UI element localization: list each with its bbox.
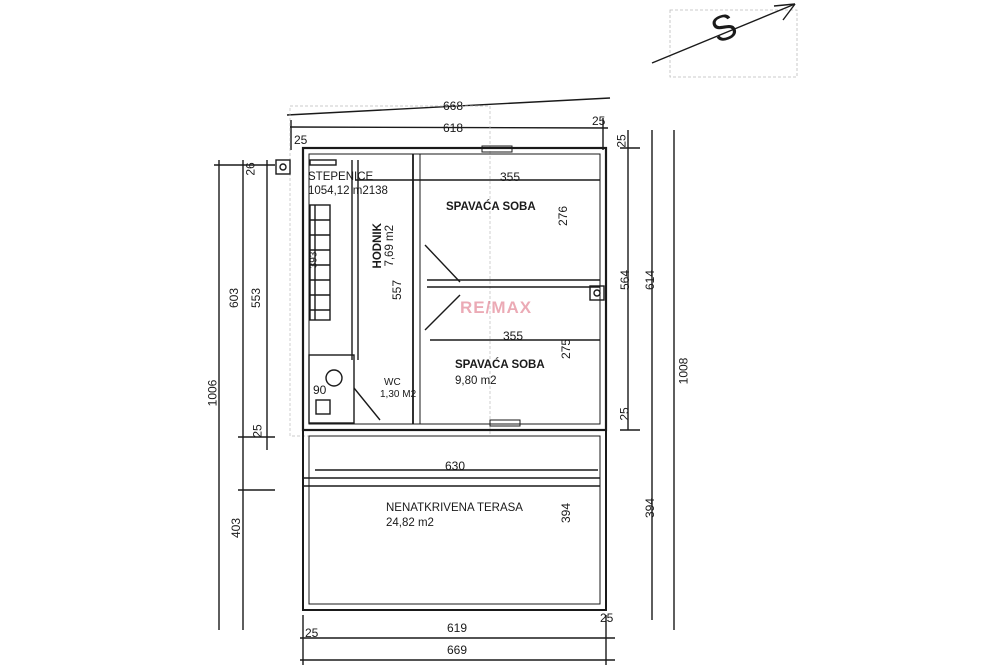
dim-left-553: 553: [249, 287, 264, 309]
dim-top-right-wall: 25: [592, 114, 606, 128]
room-bedroom2-area: 9,80 m2: [455, 375, 497, 387]
remax-watermark: RE/MAX: [460, 298, 533, 317]
room-bedroom1-name: SPAVAĆA SOBA: [446, 201, 536, 213]
dim-top-left-wall: 25: [294, 133, 308, 147]
room-hall-name: HODNIK: [371, 223, 384, 269]
dim-bottom-inner: 619: [447, 621, 468, 635]
room-terrace-area: 24,82 m2: [386, 517, 434, 529]
dim-right-564: 564: [618, 269, 633, 291]
room-wc-area: 1,30 M2: [380, 389, 417, 400]
dim-room2-depth: 275: [559, 338, 574, 360]
dim-left-403: 403: [229, 517, 244, 539]
dim-right-25-top: 25: [614, 134, 629, 148]
dim-right-614: 614: [643, 269, 658, 291]
dim-room2-width: 355: [503, 329, 524, 343]
dim-top-inner: 618: [443, 121, 464, 135]
dim-hall-length: 557: [390, 279, 405, 301]
room-wc-name: WC: [384, 377, 401, 388]
dim-bottom-total: 669: [447, 643, 468, 657]
dim-left-603: 603: [227, 287, 242, 309]
bottom-dimension-lines: [300, 179, 615, 665]
dim-room1-width: 355: [500, 170, 521, 184]
dim-right-1008: 1008: [676, 357, 691, 385]
room-stairs-area: 1054,12 m2138: [308, 185, 388, 197]
dim-bottom-right-wall: 25: [600, 611, 614, 625]
room-hall-area: 7,69 m2: [384, 224, 397, 267]
north-arrow-icon: [651, 3, 798, 78]
dim-right-25-mid: 25: [617, 407, 632, 421]
room-terrace-name: NENATKRIVENA TERASA: [386, 502, 523, 514]
dim-top-total: 668: [443, 99, 464, 113]
right-dimension-lines: [620, 130, 675, 630]
room-bedroom2-name: SPAVAĆA SOBA: [455, 359, 545, 371]
room-stairs-name: STEPENICE: [308, 171, 374, 183]
left-dimension-lines: [214, 160, 275, 630]
dim-wc-width: 90: [313, 383, 327, 397]
terrace-outline: [302, 429, 607, 611]
dim-left-1006: 1006: [205, 379, 220, 407]
dim-stair-length: 393: [308, 251, 320, 269]
dim-left-25: 25: [250, 424, 265, 438]
dim-terrace-depth: 394: [559, 502, 574, 524]
dim-room1-depth: 276: [556, 205, 571, 227]
dim-right-394: 394: [643, 497, 658, 519]
dim-terrace-width: 630: [445, 459, 466, 473]
dim-bottom-left-wall: 25: [305, 626, 319, 640]
dim-left-26: 26: [243, 162, 258, 176]
